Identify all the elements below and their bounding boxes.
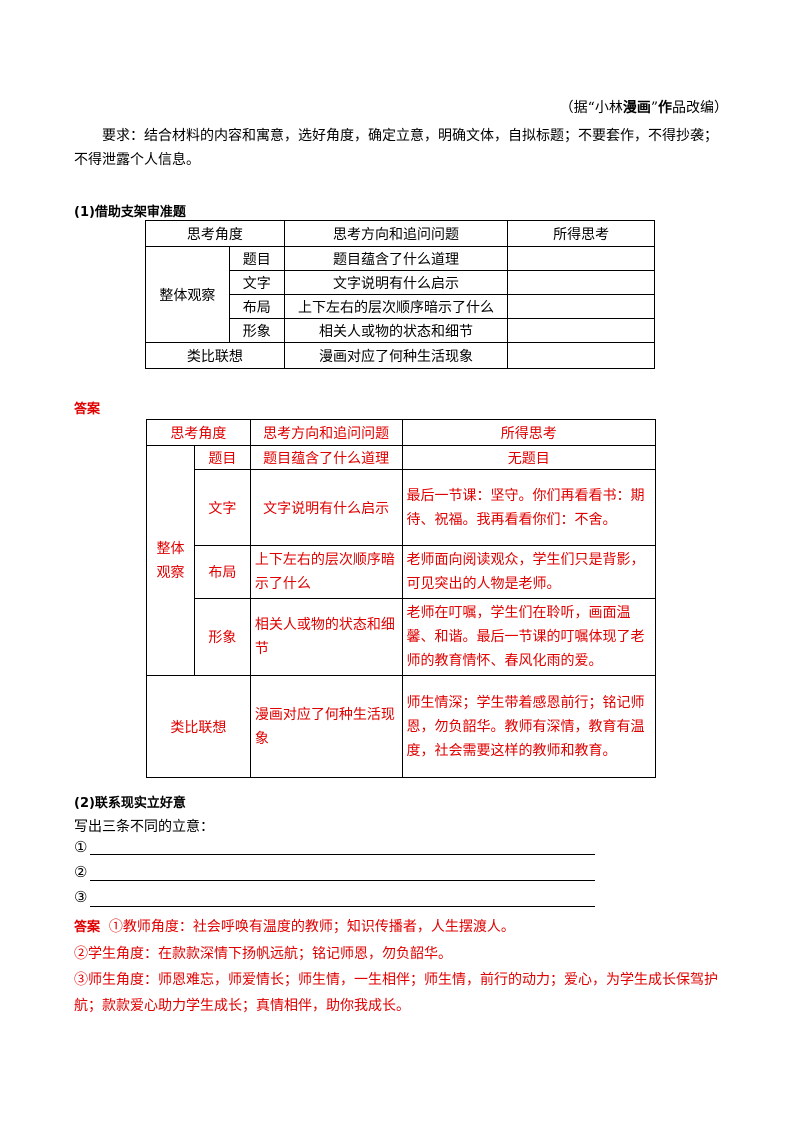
- answer-blank-line-1[interactable]: [90, 854, 595, 855]
- empty-answer-cell: [507, 246, 655, 271]
- blank-number-3: ③: [74, 888, 88, 906]
- section2-heading: (2)联系现实立好意: [74, 796, 186, 811]
- analogy-cell: 类比联想: [145, 342, 285, 369]
- sub-cell: 布局: [193, 545, 251, 599]
- source-note: （据“小林漫画”作品改编）: [560, 97, 728, 117]
- requirement-text: 要求：结合材料的内容和寓意，选好角度，确定立意，明确文体，自拟标题；不要套作，不…: [74, 128, 718, 168]
- answer-cell: 无题目: [401, 445, 656, 470]
- question-cell: 上下左右的层次顺序暗示了什么: [249, 545, 403, 599]
- sub-cell: 形象: [228, 318, 285, 343]
- question-cell: 相关人或物的状态和细节: [249, 598, 403, 676]
- sub-cell: 布局: [228, 294, 285, 319]
- group-cell: 整体观察: [145, 246, 230, 343]
- answer-label: 答案: [74, 402, 101, 417]
- empty-answer-cell: [507, 294, 655, 319]
- question-cell: 漫画对应了何种生活现象: [249, 675, 403, 778]
- sub-cell: 文字: [228, 270, 285, 295]
- answers-label: 答案: [74, 920, 101, 935]
- answer-blank-line-2[interactable]: [90, 880, 595, 881]
- question-cell: 题目蕴含了什么道理: [249, 445, 403, 470]
- answer-table: 思考角度 思考方向和追问问题 所得思考 整体观察 题目 题目蕴含了什么道理 无题…: [146, 419, 656, 778]
- header-thought: 所得思考: [401, 419, 656, 446]
- group-cell: 整体观察: [146, 445, 195, 676]
- answer-cell: 最后一节课：坚守。你们再看看书：期待、祝福。我再看看你们：不舍。: [401, 469, 656, 546]
- sub-cell: 文字: [193, 469, 251, 546]
- source-suffix-bold: 作: [658, 100, 672, 116]
- answers-block: 答案 ①教师角度：社会呼唤有温度的教师；知识传播者，人生摆渡人。 ②学生角度：在…: [74, 914, 734, 1019]
- source-quote: ”: [650, 100, 658, 116]
- source-suffix: 品改编）: [672, 100, 728, 116]
- source-prefix: （据“: [559, 100, 595, 116]
- empty-answer-cell: [507, 270, 655, 295]
- header-thought: 所得思考: [507, 220, 655, 247]
- sub-cell: 形象: [193, 598, 251, 676]
- answer-item-1: 答案 ①教师角度：社会呼唤有温度的教师；知识传播者，人生摆渡人。: [74, 914, 734, 941]
- section1-heading: (1)借助支架审准题: [74, 205, 186, 220]
- sub-cell: 题目: [193, 445, 251, 470]
- source-type: 漫画: [622, 100, 651, 116]
- header-question: 思考方向和追问问题: [283, 220, 509, 247]
- section2-prompt: 写出三条不同的立意：: [74, 819, 214, 835]
- source-author: 小林: [594, 100, 623, 116]
- empty-answer-cell: [507, 342, 655, 369]
- question-cell: 题目蕴含了什么道理: [283, 246, 509, 271]
- header-angle: 思考角度: [146, 419, 251, 446]
- question-cell: 上下左右的层次顺序暗示了什么: [283, 294, 509, 319]
- question-cell: 漫画对应了何种生活现象: [283, 342, 509, 369]
- question-cell: 相关人或物的状态和细节: [283, 318, 509, 343]
- blank-number-1: ①: [74, 838, 88, 856]
- answer-item-2: ②学生角度：在款款深情下扬帆远航；铭记师恩，勿负韶华。: [74, 946, 452, 962]
- question-cell: 文字说明有什么启示: [283, 270, 509, 295]
- header-angle: 思考角度: [145, 220, 285, 247]
- answer-item-3: ③师生角度：师恩难忘，师爱情长；师生情，一生相伴；师生情，前行的动力；爱心，为学…: [74, 972, 718, 1014]
- answer-item-1-text: ①教师角度：社会呼唤有温度的教师；知识传播者，人生摆渡人。: [108, 919, 515, 935]
- answer-cell: 师生情深；学生带着感恩前行；铭记师恩，勿负韶华。教师有深情，教育有温度，社会需要…: [401, 675, 656, 778]
- question-cell: 文字说明有什么启示: [249, 469, 403, 546]
- blank-number-2: ②: [74, 863, 88, 881]
- analogy-cell: 类比联想: [146, 675, 251, 778]
- answer-cell: 老师在叮嘱，学生们在聆听，画面温馨、和谐。最后一节课的叮嘱体现了老师的教育情怀、…: [401, 598, 656, 676]
- empty-answer-cell: [507, 318, 655, 343]
- answer-blank-line-3[interactable]: [90, 906, 595, 907]
- header-question: 思考方向和追问问题: [249, 419, 403, 446]
- framework-table: 思考角度 思考方向和追问问题 所得思考 整体观察 题目 题目蕴含了什么道理 文字…: [145, 220, 655, 369]
- sub-cell: 题目: [228, 246, 285, 271]
- answer-cell: 老师面向阅读观众，学生们只是背影，可见突出的人物是老师。: [401, 545, 656, 599]
